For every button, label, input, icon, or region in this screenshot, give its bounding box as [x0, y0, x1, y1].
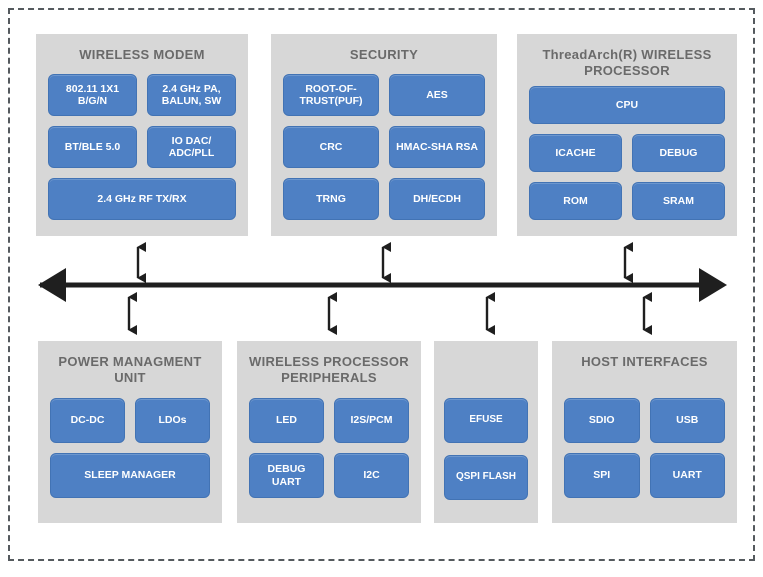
panel-title-memory-fuse [434, 341, 538, 354]
block-uart[interactable]: UART [649, 453, 725, 498]
panel-title-wireless-modem: WIRELESS MODEM [79, 47, 205, 62]
block-hmac-sha-rsa[interactable]: HMAC-SHA RSA [389, 126, 485, 168]
block-group-pmu: DC-DC LDOs SLEEP MANAGER [38, 398, 222, 498]
block-group-host-interfaces: SDIO USB SPI UART [552, 398, 737, 498]
block-group-threadarch: CPU ICACHE DEBUG ROM SRAM [517, 86, 737, 220]
panel-wireless-processor-peripherals: WIRELESS PROCESSOR PERIPHERALS LED I2S/P… [237, 341, 421, 523]
panel-memory-fuse: EFUSE QSPI FLASH [434, 341, 538, 523]
block-sleep-manager[interactable]: SLEEP MANAGER [50, 453, 210, 498]
block-qspi-flash[interactable]: QSPI FLASH [444, 455, 528, 500]
block-crc[interactable]: CRC [283, 126, 379, 168]
block-bt-ble-50[interactable]: BT/BLE 5.0 [48, 126, 137, 168]
bus-arrow-right [699, 268, 727, 302]
block-io-dac-adc-pll[interactable]: IO DAC/ ADC/PLL [147, 126, 236, 168]
panel-title-threadarch-wireless-processor: ThreadArch(R) WIRELESS PROCESSOR [542, 47, 712, 78]
block-i2c[interactable]: I2C [334, 453, 409, 498]
panel-security: SECURITY ROOT-OF-TRUST(PUF) AES CRC HMAC… [271, 34, 497, 236]
block-usb[interactable]: USB [649, 398, 725, 443]
block-ldos[interactable]: LDOs [135, 398, 210, 443]
block-group-wpp: LED I2S/PCM DEBUG UART I2C [237, 398, 421, 498]
block-icache[interactable]: ICACHE [529, 134, 622, 172]
panel-title-security: SECURITY [349, 47, 419, 62]
panel-title-power-management-unit: POWER MANAGMENT UNIT [58, 354, 202, 385]
block-root-of-trust-puf[interactable]: ROOT-OF-TRUST(PUF) [283, 74, 379, 116]
block-group-wireless-modem: 802.11 1X1 B/G/N 2.4 GHz PA, BALUN, SW B… [36, 74, 248, 220]
block-rom[interactable]: ROM [529, 182, 622, 220]
block-efuse[interactable]: EFUSE [444, 398, 528, 443]
block-24ghz-rf-tx-rx[interactable]: 2.4 GHz RF TX/RX [48, 178, 236, 220]
block-i2s-pcm[interactable]: I2S/PCM [334, 398, 409, 443]
panel-threadarch-wireless-processor: ThreadArch(R) WIRELESS PROCESSOR CPU ICA… [517, 34, 737, 236]
bus-line-group [38, 268, 727, 302]
bus-arrow-left [38, 268, 66, 302]
panel-power-management-unit: POWER MANAGMENT UNIT DC-DC LDOs SLEEP MA… [38, 341, 222, 523]
block-group-security: ROOT-OF-TRUST(PUF) AES CRC HMAC-SHA RSA … [271, 74, 497, 220]
panel-wireless-modem: WIRELESS MODEM 802.11 1X1 B/G/N 2.4 GHz … [36, 34, 248, 236]
block-aes[interactable]: AES [389, 74, 485, 116]
block-spi[interactable]: SPI [564, 453, 640, 498]
block-sdio[interactable]: SDIO [564, 398, 640, 443]
block-led[interactable]: LED [249, 398, 324, 443]
block-dh-ecdh[interactable]: DH/ECDH [389, 178, 485, 220]
block-sram[interactable]: SRAM [632, 182, 725, 220]
block-debug-uart[interactable]: DEBUG UART [249, 453, 324, 498]
panel-title-host-interfaces: HOST INTERFACES [581, 354, 708, 369]
panel-title-wireless-processor-peripherals: WIRELESS PROCESSOR PERIPHERALS [249, 354, 409, 385]
block-24ghz-pa-balun-sw[interactable]: 2.4 GHz PA, BALUN, SW [147, 74, 236, 116]
block-debug[interactable]: DEBUG [632, 134, 725, 172]
block-cpu[interactable]: CPU [529, 86, 725, 124]
block-group-memory-fuse: EFUSE QSPI FLASH [434, 398, 538, 500]
block-trng[interactable]: TRNG [283, 178, 379, 220]
block-dc-dc[interactable]: DC-DC [50, 398, 125, 443]
block-802-11-1x1-bgn[interactable]: 802.11 1X1 B/G/N [48, 74, 137, 116]
panel-host-interfaces: HOST INTERFACES SDIO USB SPI UART [552, 341, 737, 523]
